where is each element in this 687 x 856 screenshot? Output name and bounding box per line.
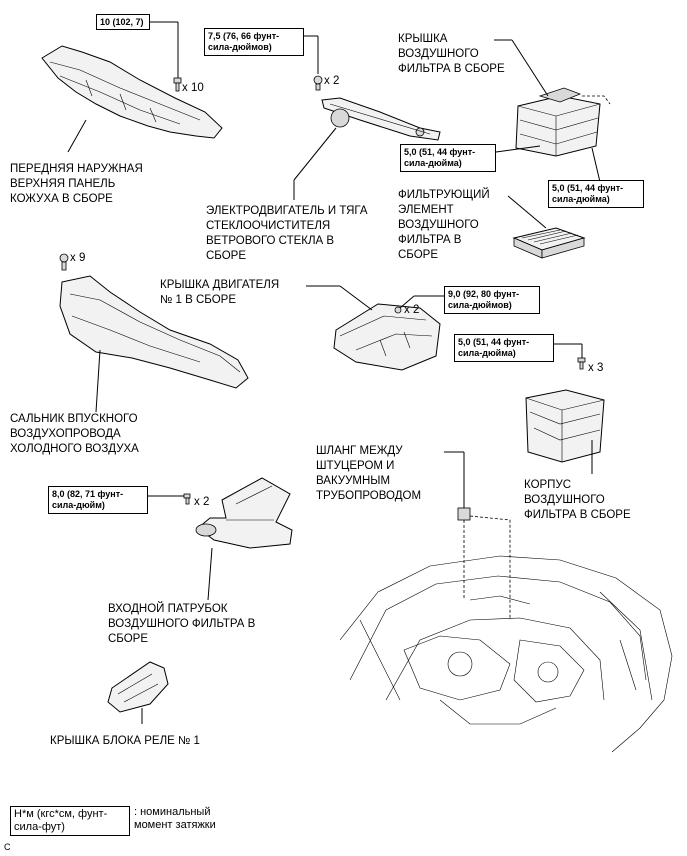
legend-description: : номинальный момент затяжки (134, 806, 216, 831)
torque-engine-cover: 9,0 (92, 80 фунт- сила-дюймов) (444, 286, 540, 314)
torque-cap-right: 5,0 (51, 44 фунт- сила-дюйма) (548, 180, 644, 208)
air-cleaner-cap-drawing (515, 87, 611, 157)
inlet-bolt-icon (148, 493, 191, 505)
air-inlet-label: ВХОДНОЙ ПАТРУБОК ВОЗДУШНОГО ФИЛЬТРА В СБ… (108, 603, 256, 645)
cool-air-seal-drawing (59, 275, 249, 389)
inlet-leader (207, 547, 213, 601)
engine-compartment-drawing (339, 555, 673, 753)
relay-cover-label: КРЫШКА БЛОКА РЕЛЕ № 1 (50, 735, 200, 747)
corner-mark: C (4, 842, 11, 852)
torque-cowl: 10 (102, 7) (96, 14, 150, 30)
qty-cowl: x 10 (182, 82, 204, 94)
wiper-link-drawing (321, 97, 441, 141)
seal-clip-icon (59, 253, 69, 271)
torque-case: 5,0 (51, 44 фунт- сила-дюйма) (454, 334, 554, 362)
filter-element-leader (507, 195, 547, 229)
qty-case: x 3 (588, 362, 604, 374)
filter-element-drawing (512, 227, 586, 259)
vacuum-hose-label: ШЛАНГ МЕЖДУ ШТУЦЕРОМ И ВАКУУМНЫМ ТРУБОПР… (316, 445, 422, 502)
qty-inlet: x 2 (194, 496, 210, 508)
torque-wiper: 7,5 (76, 66 фунт- сила-дюймов) (204, 28, 304, 56)
wiper-bolt-icon (304, 35, 323, 91)
engine-cover-label: КРЫШКА ДВИГАТЕЛЯ № 1 В СБОРЕ (160, 279, 280, 306)
cowl-panel-drawing (41, 45, 223, 139)
air-cleaner-cap-label: КРЫШКА ВОЗДУШНОГО ФИЛЬТРА В СБОРЕ (398, 33, 505, 75)
filter-element-label: ФИЛЬТРУЮЩИЙ ЭЛЕМЕНТ ВОЗДУШНОГО ФИЛЬТРА В… (398, 189, 490, 261)
torque-inlet: 8,0 (82, 71 фунт- сила-дюйм) (48, 486, 148, 514)
air-cleaner-case-drawing (525, 389, 605, 463)
cowl-panel-label: ПЕРЕДНЯЯ НАРУЖНАЯ ВЕРХНЯЯ ПАНЕЛЬ КОЖУХА … (10, 163, 143, 205)
seal-leader (95, 349, 101, 413)
engine-cover-bolt-icon (394, 295, 444, 314)
wiper-motor-label: ЭЛЕКТРОДВИГАТЕЛЬ И ТЯГА СТЕКЛООЧИСТИТЕЛЯ… (206, 205, 368, 262)
torque-cap-left: 5,0 (51, 44 фунт- сила-дюйма) (400, 144, 496, 172)
cool-air-seal-label: САЛЬНИК ВПУСКНОГО ВОЗДУХОПРОВОДА ХОЛОДНО… (10, 413, 139, 455)
relay-cover-drawing (107, 661, 169, 713)
legend-units-box: Н*м (кгс*см, фунт- сила-фут) (10, 806, 130, 836)
air-cleaner-case-label: КОРПУС ВОЗДУШНОГО ФИЛЬТРА В СБОРЕ (524, 479, 631, 521)
engine-cover-drawing (333, 303, 441, 371)
case-bolt-icon (554, 343, 586, 370)
cowl-panel-leader (67, 119, 87, 153)
air-inlet-drawing (195, 477, 293, 549)
qty-seal: x 9 (70, 252, 86, 264)
cowl-bolt-icon (148, 21, 182, 92)
qty-engine-cover: x 2 (404, 304, 420, 316)
vacuum-hose-drawing (444, 451, 511, 620)
qty-wiper: x 2 (324, 75, 340, 87)
